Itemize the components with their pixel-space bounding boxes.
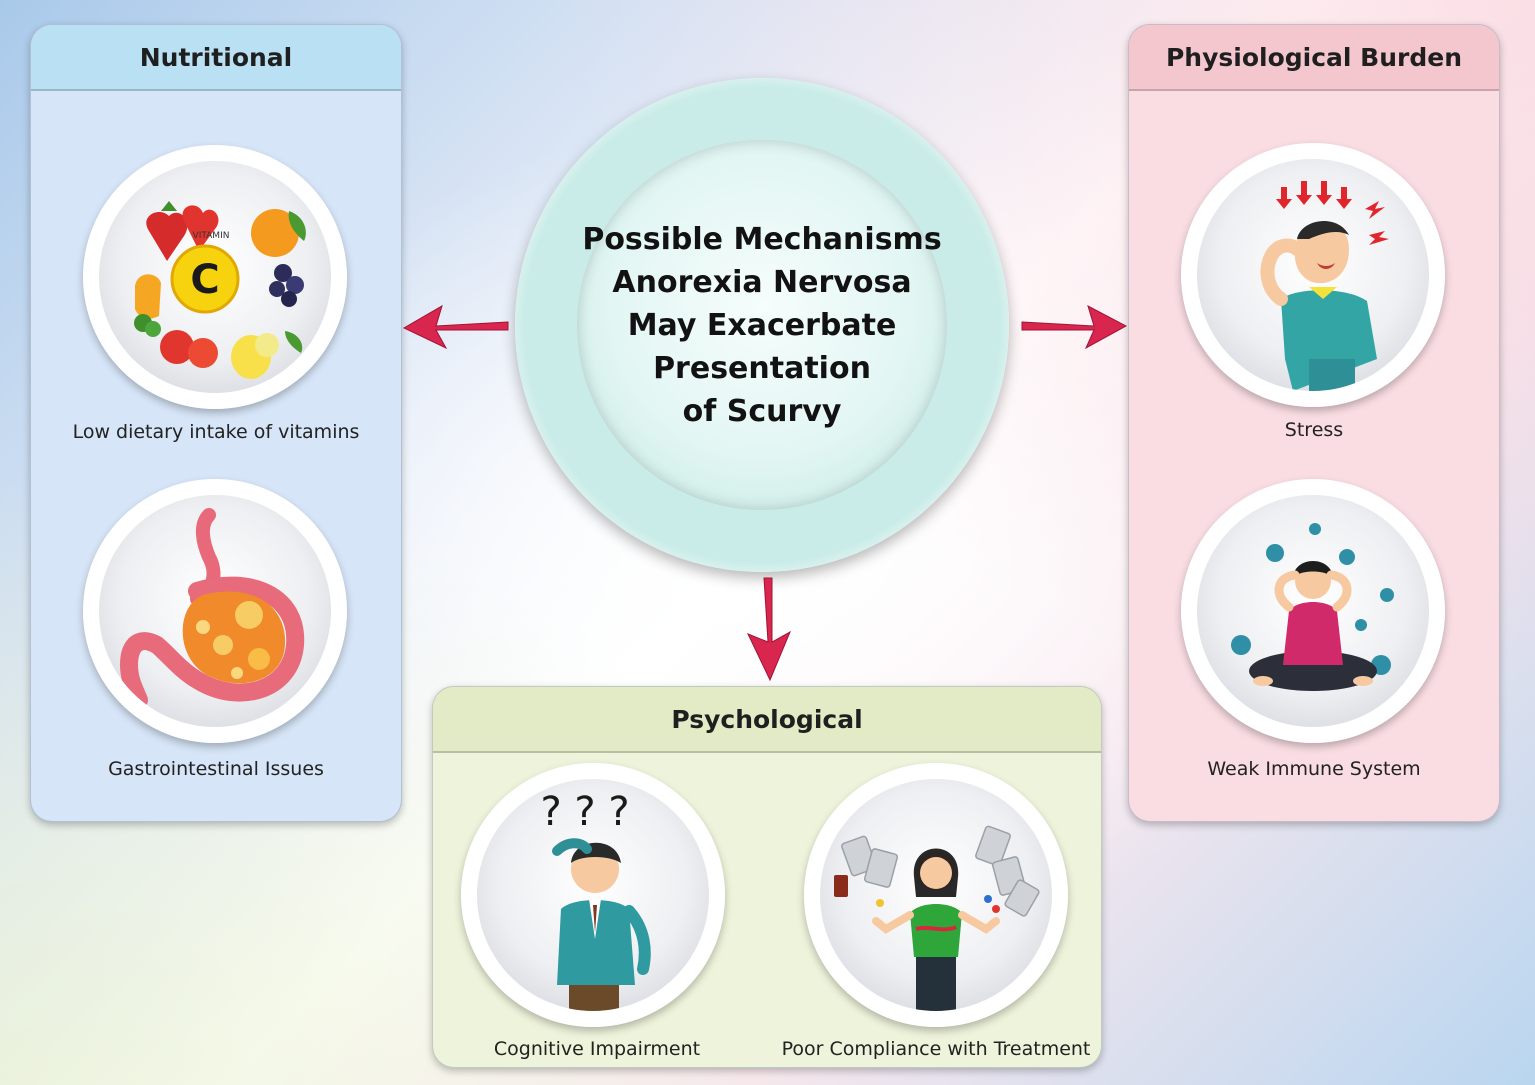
immune-circle (1181, 479, 1445, 743)
poor-compliance-caption: Poor Compliance with Treatment (781, 1038, 1091, 1060)
arrow-to-nutritional (402, 304, 509, 350)
weak-immune-person-icon (1231, 523, 1394, 691)
central-title: Possible Mechanisms Anorexia Nervosa May… (582, 218, 942, 433)
stress-caption: Stress (1284, 419, 1344, 441)
central-title-line-4: Presentation (653, 350, 871, 386)
low-dietary-intake-caption: Low dietary intake of vitamins (72, 421, 360, 443)
psychological-title: Psychological (433, 687, 1101, 753)
arrow-to-physiological (1021, 305, 1128, 350)
physiological-panel: Physiological Burden (1128, 24, 1500, 822)
stress-circle (1181, 143, 1445, 407)
central-title-line-3: May Exacerbate (627, 307, 897, 343)
psychological-panel: Psychological ? ? ? Cognitive Impairment (432, 686, 1102, 1068)
arrow-to-psychological (746, 577, 792, 682)
cognitive-circle: ? ? ? (461, 763, 725, 1027)
vitamin-label: VITAMIN (193, 231, 230, 241)
nutritional-title: Nutritional (31, 25, 401, 91)
stomach-circle (83, 479, 347, 743)
compliance-circle (804, 763, 1068, 1027)
pills-person-icon (834, 825, 1040, 1011)
central-title-line-2: Anorexia Nervosa (612, 264, 912, 300)
vitamin-c-letter: C (190, 257, 219, 303)
fruits-vegetables-icon: C VITAMIN (134, 201, 306, 379)
gastrointestinal-caption: Gastrointestinal Issues (108, 758, 324, 780)
nutritional-panel: Nutritional C VITAMIN (30, 24, 402, 822)
question-marks: ? ? ? (540, 789, 629, 835)
central-mechanisms-circle: Possible Mechanisms Anorexia Nervosa May… (515, 78, 1009, 572)
cognitive-impairment-caption: Cognitive Impairment (493, 1038, 701, 1060)
vitamin-foods-circle: C VITAMIN (83, 145, 347, 409)
physiological-title: Physiological Burden (1129, 25, 1499, 91)
confused-person-icon: ? ? ? (540, 789, 651, 1011)
central-title-line-5: of Scurvy (682, 393, 842, 429)
stomach-icon (119, 508, 305, 709)
weak-immune-caption: Weak Immune System (1207, 758, 1421, 780)
central-title-line-1: Possible Mechanisms (582, 221, 942, 257)
stressed-person-icon (1260, 181, 1389, 391)
